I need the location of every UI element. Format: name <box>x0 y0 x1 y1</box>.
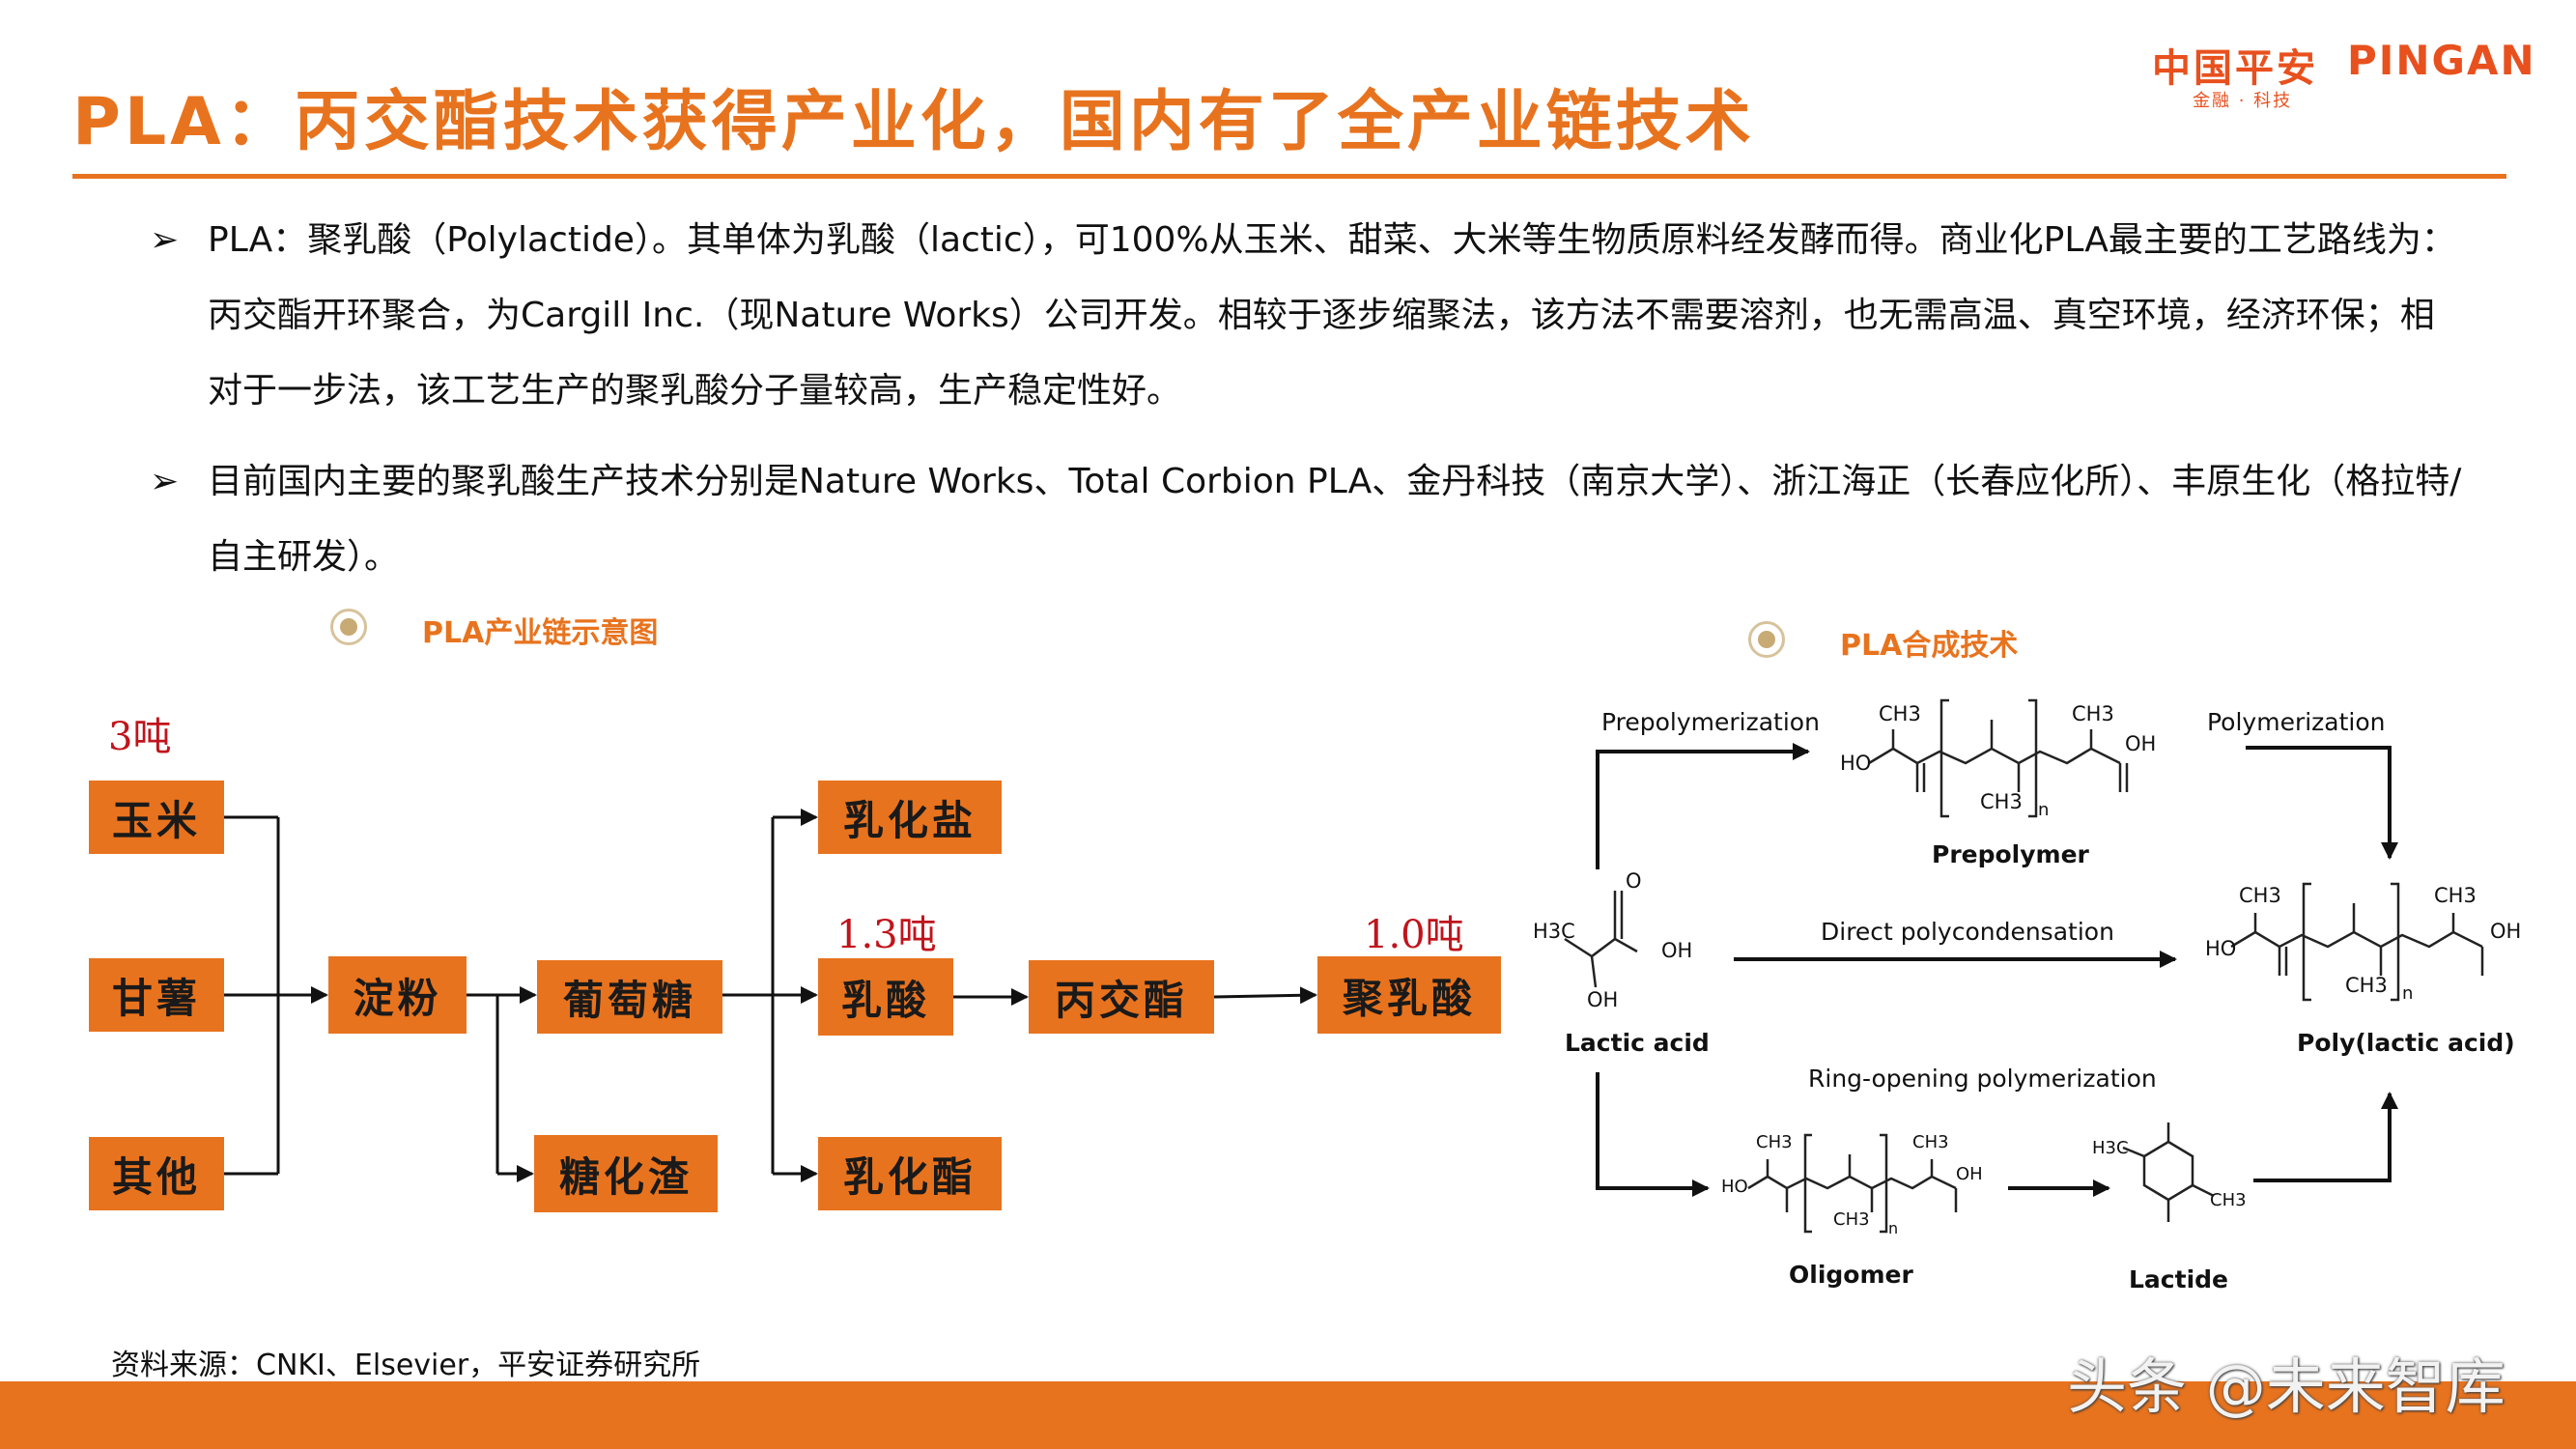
atom-n: n <box>2402 983 2414 1004</box>
atom-ho: HO <box>1840 752 1872 775</box>
atom-oh: OH <box>1956 1164 1983 1184</box>
box-lactic-acid: 乳酸 <box>818 958 953 1036</box>
atom-h3c: H3C <box>1533 920 1575 943</box>
box-sweet-potato: 甘薯 <box>89 958 224 1032</box>
box-lactate-salt: 乳化盐 <box>818 781 1002 854</box>
atom-oh: OH <box>2125 732 2157 755</box>
atom-ho: HO <box>1721 1177 1748 1197</box>
atom-ch3: CH3 <box>2345 974 2388 997</box>
bullet-text: PLA：聚乳酸（Polylactide）。其单体为乳酸（lactic），可100… <box>208 220 2456 411</box>
section-bullet-icon <box>1748 621 1785 658</box>
atom-ch3: CH3 <box>1879 702 1921 725</box>
box-glucose: 葡萄糖 <box>537 960 722 1034</box>
atom-ho: HO <box>2205 937 2237 960</box>
pingan-logo-sub: 金融 · 科技 <box>2193 91 2293 111</box>
section-bullet-icon <box>330 609 367 645</box>
box-pla: 聚乳酸 <box>1317 956 1501 1034</box>
quantity-input: 3吨 <box>108 715 172 759</box>
bullet-arrow-icon: ➢ <box>150 462 180 501</box>
atom-n: n <box>1888 1219 1899 1237</box>
box-starch: 淀粉 <box>328 956 467 1034</box>
quantity-pla: 1.0吨 <box>1364 913 1464 957</box>
label-direct-polycondensation: Direct polycondensation <box>1821 918 2114 946</box>
atom-ch3: CH3 <box>1980 790 2023 813</box>
box-sugar-residue: 糖化渣 <box>534 1135 718 1212</box>
pingan-logo-en: PINGAN <box>2347 37 2536 84</box>
atom-ch3: CH3 <box>2239 884 2281 907</box>
quantity-lactic-acid: 1.3吨 <box>836 913 937 957</box>
atom-oh: OH <box>1661 939 1693 962</box>
bullet-arrow-icon: ➢ <box>150 220 180 260</box>
box-corn: 玉米 <box>89 781 224 854</box>
atom-ch3: CH3 <box>2434 884 2477 907</box>
label-prepolymerization: Prepolymerization <box>1601 708 1820 736</box>
atom-oh: OH <box>1587 988 1619 1011</box>
left-section-label: PLA产业链示意图 <box>422 616 659 650</box>
pingan-logo-cn: 中国平安 <box>2152 46 2318 91</box>
bullet-pla-definition: ➢ PLA：聚乳酸（Polylactide）。其单体为乳酸（lactic），可1… <box>150 203 2468 429</box>
atom-ch3: CH3 <box>1756 1132 1793 1152</box>
label-lactic-acid: Lactic acid <box>1565 1029 1710 1057</box>
page-title: PLA：丙交酯技术获得产业化，国内有了全产业链技术 <box>72 84 1755 160</box>
atom-ch3: CH3 <box>1912 1132 1949 1152</box>
atom-ch3: CH3 <box>2072 702 2114 725</box>
atom-n: n <box>2038 800 2050 820</box>
atom-ch3: CH3 <box>1833 1209 1870 1230</box>
label-prepolymer: Prepolymer <box>1932 840 2089 868</box>
bullet-domestic-tech: ➢ 目前国内主要的聚乳酸生产技术分别是Nature Works、Total Co… <box>150 444 2468 595</box>
box-lactide: 丙交酯 <box>1029 960 1214 1034</box>
label-poly-lactic-acid: Poly(lactic acid) <box>2297 1029 2515 1057</box>
atom-o: O <box>1626 869 1642 893</box>
atom-oh: OH <box>2490 920 2522 943</box>
label-polymerization: Polymerization <box>2207 708 2386 736</box>
atom-ch3: CH3 <box>2210 1190 2247 1210</box>
footer-bar <box>0 1381 2576 1449</box>
box-other: 其他 <box>89 1137 224 1210</box>
source-note: 资料来源：CNKI、Elsevier，平安证券研究所 <box>111 1349 701 1382</box>
label-ring-opening: Ring-opening polymerization <box>1808 1065 2157 1093</box>
box-lactate-ester: 乳化酯 <box>818 1137 1002 1210</box>
title-divider <box>72 174 2506 179</box>
watermark: 头条 @未来智库 <box>2067 1351 2505 1422</box>
atom-h3c: H3C <box>2092 1138 2129 1158</box>
label-lactide: Lactide <box>2129 1265 2228 1293</box>
bullet-text: 目前国内主要的聚乳酸生产技术分别是Nature Works、Total Corb… <box>208 462 2462 577</box>
label-oligomer: Oligomer <box>1789 1261 1913 1289</box>
right-section-label: PLA合成技术 <box>1840 629 2019 663</box>
